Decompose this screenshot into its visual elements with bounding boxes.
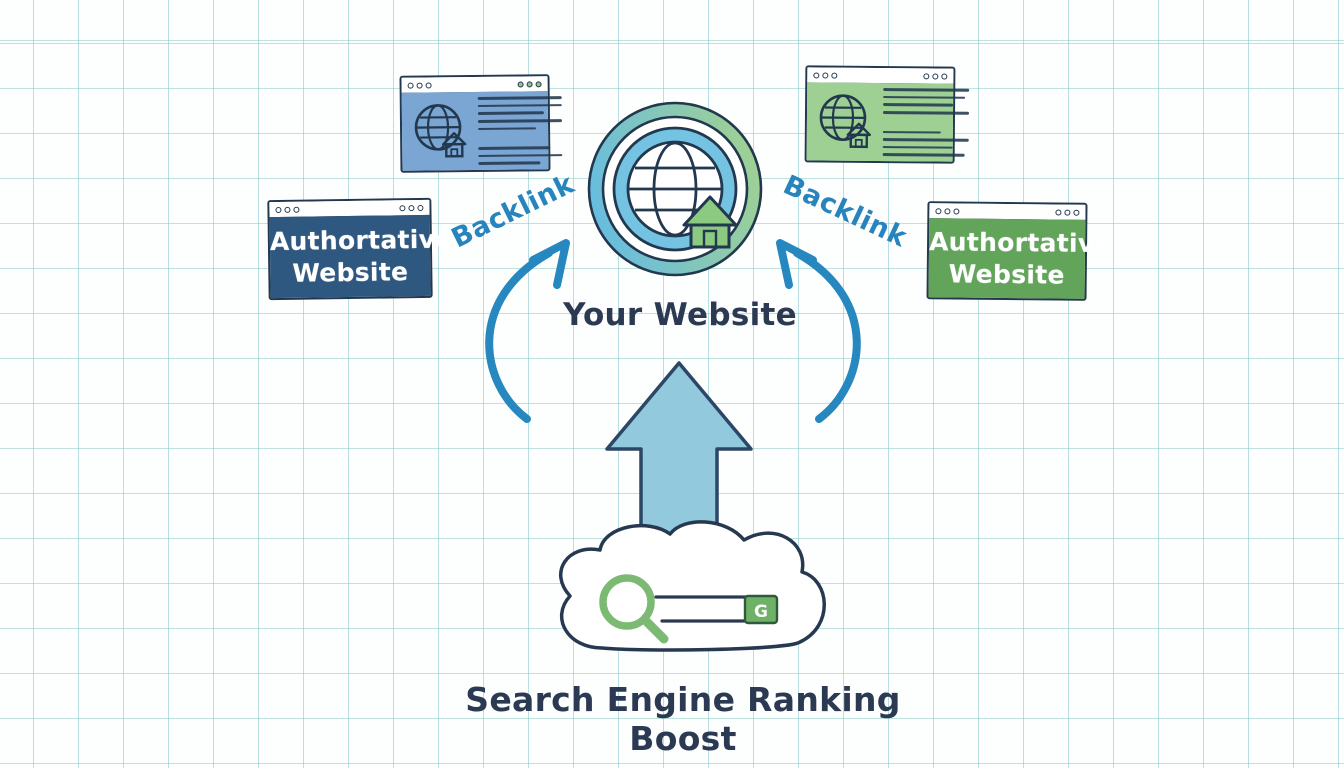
your-website-globe-badge-icon <box>587 101 763 277</box>
google-badge <box>743 594 779 625</box>
window-content <box>401 91 563 171</box>
google-badge-letter: G <box>754 602 768 622</box>
magnifier-handle-icon <box>641 616 669 644</box>
magnifier-lens-icon <box>599 574 655 630</box>
backlink-arrowhead-right-icon <box>776 239 817 289</box>
cloud-outline-icon <box>558 520 826 652</box>
house-door-icon <box>702 229 718 249</box>
browser-window-top-left <box>399 74 563 173</box>
browser-window-top-right <box>804 65 970 164</box>
window-content <box>806 82 970 162</box>
globe-house-icon <box>819 94 872 149</box>
search-engine-ranking-boost-label: Search Engine Ranking Boost <box>465 680 901 758</box>
globe-house-icon <box>414 104 467 158</box>
backlink-arc-left <box>485 249 553 423</box>
your-website-label: Your Website <box>563 297 797 333</box>
backlink-arc-right <box>793 249 861 423</box>
backlink-arrowhead-left-icon <box>529 239 570 289</box>
